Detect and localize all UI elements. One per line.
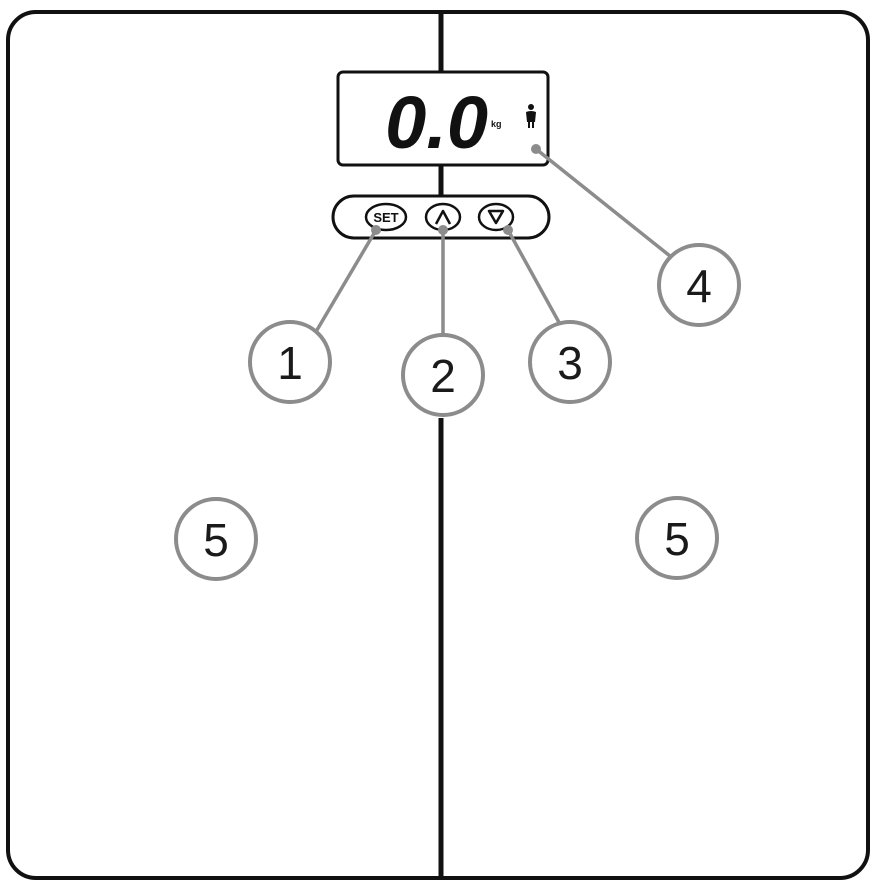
callout-5-right: 5 bbox=[635, 496, 719, 580]
lcd-display: 0.0 kg bbox=[336, 70, 550, 167]
leader-1 bbox=[315, 228, 378, 332]
callout-1: 1 bbox=[248, 320, 332, 404]
callout-4-label: 4 bbox=[686, 260, 712, 312]
callout-2-label: 2 bbox=[430, 350, 456, 402]
up-arrow-icon bbox=[434, 209, 452, 225]
unit-label: kg bbox=[491, 119, 502, 129]
callout-5-left-label: 5 bbox=[203, 514, 229, 566]
leader-4 bbox=[534, 147, 672, 258]
callout-5-left: 5 bbox=[174, 497, 258, 581]
callout-3: 3 bbox=[528, 320, 612, 404]
leader-dots bbox=[371, 144, 541, 235]
callout-4: 4 bbox=[657, 243, 741, 327]
down-arrow-icon bbox=[487, 209, 505, 225]
set-button[interactable]: SET bbox=[364, 202, 408, 232]
weight-reading: 0.0 bbox=[385, 81, 488, 164]
button-panel: SET bbox=[331, 194, 551, 240]
set-button-label: SET bbox=[373, 210, 398, 225]
down-button[interactable] bbox=[477, 202, 515, 232]
callout-2: 2 bbox=[401, 333, 485, 417]
callout-5-right-label: 5 bbox=[664, 513, 690, 565]
person-icon bbox=[526, 104, 536, 128]
leader-3 bbox=[506, 228, 563, 328]
leader-lines bbox=[315, 147, 672, 338]
callout-3-label: 3 bbox=[557, 337, 583, 389]
callout-1-label: 1 bbox=[277, 337, 303, 389]
scale-platform bbox=[6, 10, 870, 880]
